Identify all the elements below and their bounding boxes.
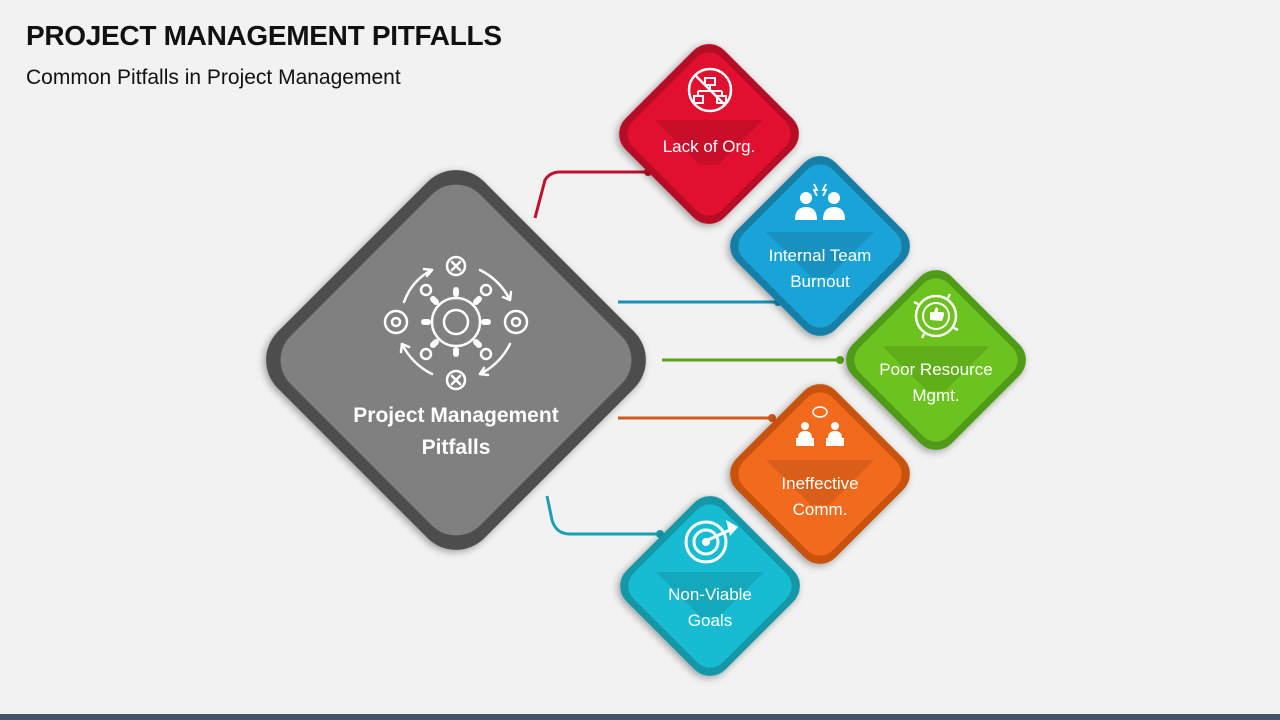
pitfall-label-5-line2: Goals xyxy=(688,611,732,630)
pitfall-item-poor-resource: Poor Resource Mgmt. xyxy=(846,270,1026,450)
pitfall-item-lack-of-org: Lack of Org. xyxy=(619,44,799,224)
connector-1 xyxy=(533,170,648,219)
pitfall-label-1-line1: Lack of Org. xyxy=(663,137,756,156)
connector-3-dot xyxy=(836,356,844,364)
gear-cycle-icon xyxy=(383,255,529,391)
team-conflict-icon xyxy=(795,183,845,220)
center-diamond xyxy=(266,170,646,550)
pitfall-label-3-line1: Poor Resource xyxy=(879,360,992,379)
pitfall-label-3-line2: Mgmt. xyxy=(912,386,959,405)
pitfall-label-4-line2: Comm. xyxy=(793,500,848,519)
page-subtitle: Common Pitfalls in Project Management xyxy=(26,66,401,89)
no-org-chart-icon xyxy=(687,67,733,113)
pitfall-label-2-line1: Internal Team xyxy=(769,246,872,265)
resource-cycle-icon xyxy=(913,293,959,339)
connector-4-dot xyxy=(768,414,776,422)
footer-bar xyxy=(0,714,1280,720)
page-title: PROJECT MANAGEMENT PITFALLS xyxy=(26,20,502,51)
pitfall-label-4-line1: Ineffective xyxy=(781,474,858,493)
communication-icon xyxy=(796,406,844,446)
pitfall-item-team-burnout: Internal Team Burnout xyxy=(730,156,910,336)
center-label-line1: Project Management xyxy=(353,404,558,427)
center-label-line2: Pitfalls xyxy=(422,436,491,459)
connector-5 xyxy=(545,495,660,536)
pitfall-item-ineffective-comm: Ineffective Comm. xyxy=(730,384,910,564)
pitfall-item-non-viable-goals: Non-Viable Goals xyxy=(620,496,800,676)
pitfall-label-2-line2: Burnout xyxy=(790,272,850,291)
target-icon xyxy=(684,520,738,564)
pitfall-label-5-line1: Non-Viable xyxy=(668,585,752,604)
